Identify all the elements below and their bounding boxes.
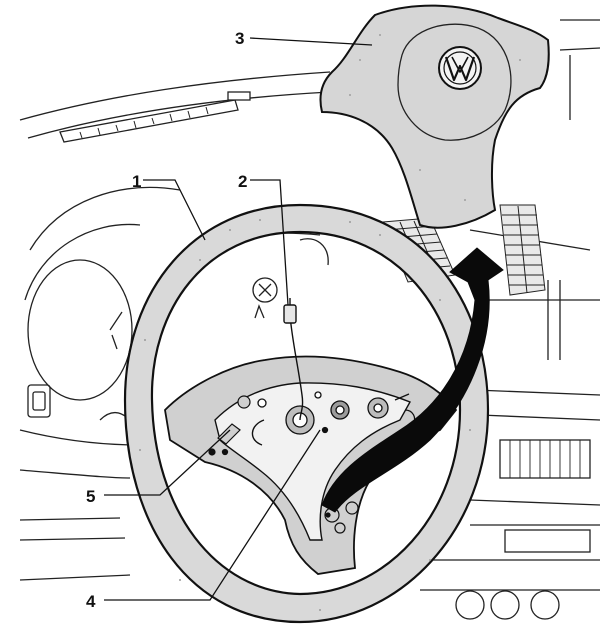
callout-5: 5	[86, 487, 95, 506]
center-air-vent-right	[499, 204, 546, 296]
callout-1: 1	[132, 172, 141, 191]
callout-3: 3	[235, 29, 244, 48]
lower-spoke-screws	[324, 501, 359, 534]
left-spoke-release-screw	[208, 395, 251, 456]
callout-2: 2	[238, 172, 247, 191]
airbag-unit-cover	[319, 4, 550, 229]
dashboard-background	[19, 19, 600, 620]
callout-leaders	[104, 37, 373, 601]
removal-direction-arrow	[321, 247, 504, 513]
callout-4: 4	[86, 592, 96, 611]
rim-texture	[139, 219, 471, 611]
airbag-wiring-connector	[251, 298, 304, 446]
callout-labels: 1 2 3 4 5	[86, 29, 247, 611]
vw-logo	[438, 46, 482, 90]
steering-wheel	[123, 203, 490, 624]
steering-wheel-rim	[123, 203, 490, 624]
